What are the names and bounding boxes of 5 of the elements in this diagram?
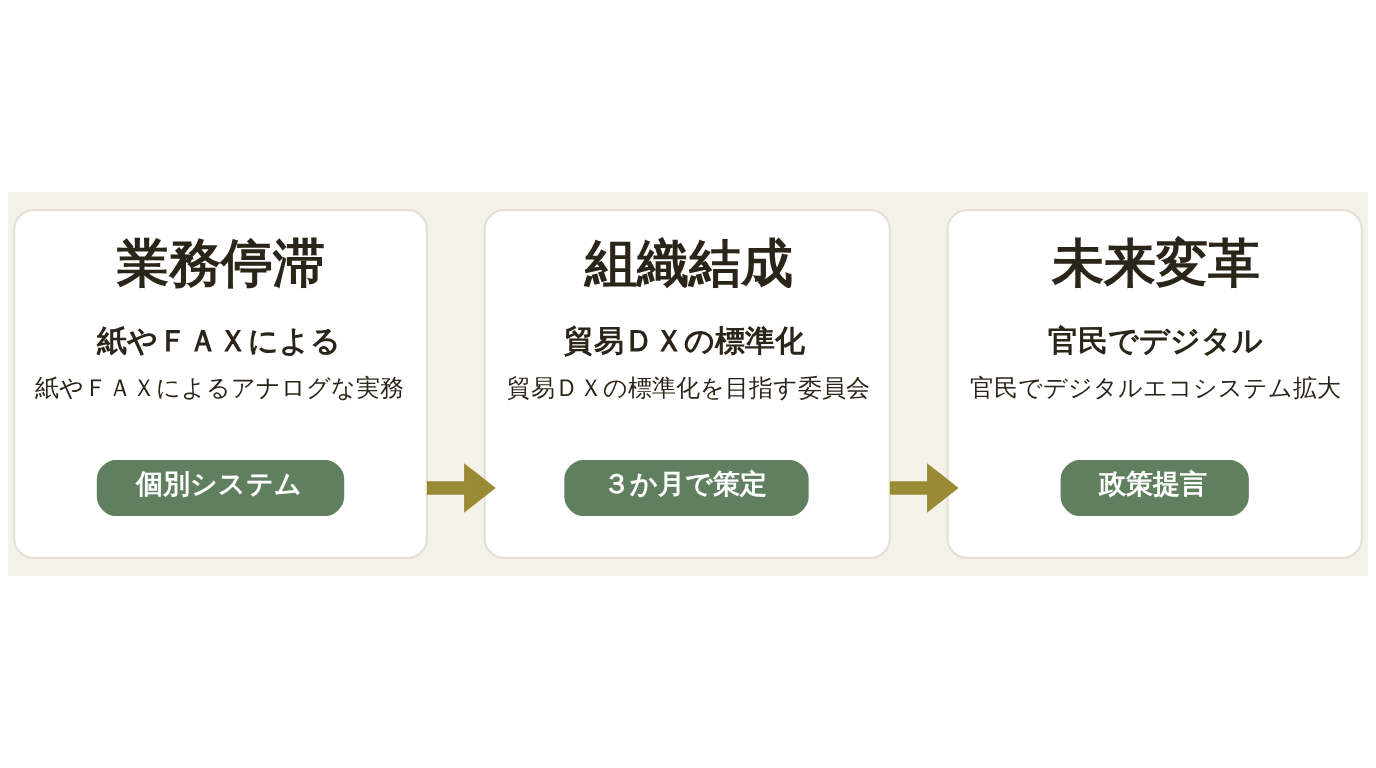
arrow	[426, 463, 496, 513]
node-box: 個別システム	[96, 459, 345, 517]
node-box: 政策提言	[1060, 459, 1249, 517]
node-box: ３か月で策定	[564, 459, 809, 517]
arrow	[889, 463, 959, 513]
